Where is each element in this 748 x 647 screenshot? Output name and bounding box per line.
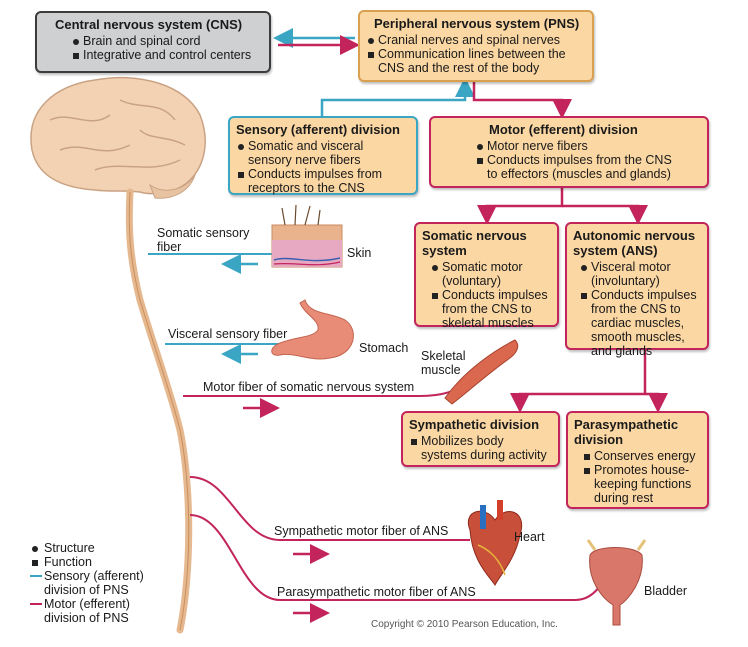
pns-function-item: Communication lines between the CNS and … xyxy=(366,47,586,75)
visceral-sensory-fiber-label: Visceral sensory fiber xyxy=(168,327,288,341)
structure-bullet-icon xyxy=(71,34,83,48)
function-bullet-icon xyxy=(236,167,248,181)
bladder-label: Bladder xyxy=(644,584,688,598)
stomach-label: Stomach xyxy=(359,341,409,355)
function-bullet-icon xyxy=(579,288,591,302)
structure-bullet-icon xyxy=(475,139,487,153)
motor-structure-item: Motor nerve fibers xyxy=(475,139,701,153)
sympathetic-box: Sympathetic division Mobilizes body syst… xyxy=(401,411,560,467)
pns-structure-item: Cranial nerves and spinal nerves xyxy=(366,33,586,47)
ans-box: Autonomic nervous system (ANS) Visceral … xyxy=(565,222,709,358)
legend-function: Function xyxy=(30,555,164,569)
sensory-to-pns-connector xyxy=(320,77,475,116)
parasympathetic-box: Parasympathetic division Conserves energ… xyxy=(566,411,709,509)
function-bullet-icon xyxy=(582,449,594,463)
legend: Structure Function Sensory (afferent) di… xyxy=(30,541,164,625)
skin-illustration xyxy=(271,204,343,268)
motor-line-icon xyxy=(30,597,44,611)
skeletal-muscle-illustration xyxy=(444,339,519,405)
function-bullet-icon xyxy=(30,555,44,569)
brain-illustration xyxy=(30,76,206,199)
function-bullet-icon xyxy=(430,288,442,302)
legend-structure: Structure xyxy=(30,541,164,555)
stomach-illustration xyxy=(271,299,354,360)
pns-title: Peripheral nervous system (PNS) xyxy=(374,16,580,31)
ans-title: Autonomic nervous system (ANS) xyxy=(573,228,696,258)
skeletal-muscle-label: Skeletal muscle xyxy=(421,349,466,377)
cns-title: Central nervous system (CNS) xyxy=(55,17,243,32)
parasympathetic-function-item-1: Conserves energy xyxy=(582,449,701,463)
somatic-structure-item: Somatic motor (voluntary) xyxy=(430,260,551,288)
pns-box: Peripheral nervous system (PNS) Cranial … xyxy=(358,10,594,82)
sympathetic-title: Sympathetic division xyxy=(409,417,540,432)
structure-bullet-icon xyxy=(579,260,591,274)
cns-function-item: Integrative and control centers xyxy=(71,48,263,62)
sensory-division-title: Sensory (afferent) division xyxy=(236,122,400,137)
sympathetic-function-item: Mobilizes body systems during activity xyxy=(409,434,552,462)
heart-label: Heart xyxy=(514,530,545,544)
somatic-function-item: Conducts impulses from the CNS to skelet… xyxy=(430,288,551,330)
motor-to-ans-connector xyxy=(562,204,648,225)
ans-to-parasympathetic-connector xyxy=(645,392,668,413)
function-bullet-icon xyxy=(409,434,421,448)
function-bullet-icon xyxy=(475,153,487,167)
heart-illustration xyxy=(467,500,523,586)
sensory-function-item: Conducts impulses from receptors to the … xyxy=(236,167,410,195)
motor-division-box: Motor (efferent) division Motor nerve fi… xyxy=(429,116,709,188)
somatic-motor-fiber-label: Motor fiber of somatic nervous system xyxy=(203,380,415,394)
motor-function-item: Conducts impulses from the CNS to effect… xyxy=(475,153,701,181)
structure-bullet-icon xyxy=(30,541,44,555)
bladder-illustration xyxy=(586,539,647,626)
cns-box: Central nervous system (CNS) Brain and s… xyxy=(35,11,271,73)
cns-structure-item: Brain and spinal cord xyxy=(71,34,263,48)
legend-sensory: Sensory (afferent) division of PNS xyxy=(30,569,164,597)
function-bullet-icon xyxy=(71,48,83,62)
sensory-line-icon xyxy=(30,569,44,583)
ans-function-item: Conducts impulses from the CNS to cardia… xyxy=(579,288,701,358)
sensory-structure-item: Somatic and visceral sensory nerve fiber… xyxy=(236,139,410,167)
motor-to-somatic-connector xyxy=(477,188,564,225)
skin-label: Skin xyxy=(347,246,372,260)
somatic-sensory-fiber-label: Somatic sensory fiber xyxy=(157,226,250,254)
pns-to-motor-connector xyxy=(472,82,572,119)
parasympathetic-motor-fiber-label: Parasympathetic motor fiber of ANS xyxy=(277,585,476,599)
sympathetic-motor-fiber xyxy=(189,476,470,541)
parasympathetic-title: Parasympathetic division xyxy=(574,417,679,447)
copyright: Copyright © 2010 Pearson Education, Inc. xyxy=(371,619,558,630)
ans-structure-item: Visceral motor (involuntary) xyxy=(579,260,701,288)
ans-to-sympathetic-connector xyxy=(510,350,647,413)
structure-bullet-icon xyxy=(430,260,442,274)
function-bullet-icon xyxy=(582,463,594,477)
sympathetic-motor-fiber-label: Sympathetic motor fiber of ANS xyxy=(274,524,449,538)
somatic-ns-box: Somatic nervous system Somatic motor (vo… xyxy=(414,222,559,330)
function-bullet-icon xyxy=(366,47,378,61)
structure-bullet-icon xyxy=(236,139,248,153)
legend-motor: Motor (efferent) division of PNS xyxy=(30,597,164,625)
somatic-ns-title: Somatic nervous system xyxy=(422,228,527,258)
sensory-division-box: Sensory (afferent) division Somatic and … xyxy=(228,116,418,195)
motor-division-title: Motor (efferent) division xyxy=(489,122,638,137)
structure-bullet-icon xyxy=(366,33,378,47)
parasympathetic-function-item-2: Promotes house-keeping functions during … xyxy=(582,463,701,505)
